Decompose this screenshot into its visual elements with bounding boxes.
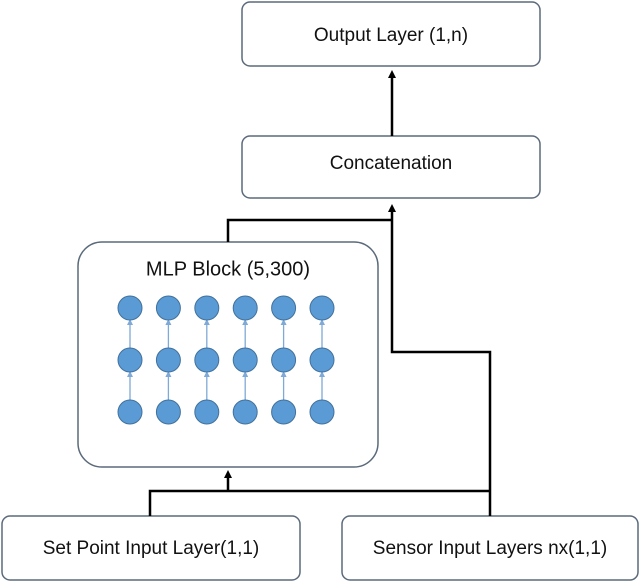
mlp-node bbox=[309, 347, 335, 373]
mlp-block: MLP Block (5,300) bbox=[77, 241, 379, 468]
concatenation-label: Concatenation bbox=[330, 153, 453, 174]
mlp-node bbox=[232, 347, 258, 373]
mlp-node bbox=[232, 399, 258, 425]
connector-lines bbox=[148, 70, 492, 516]
mlp-node bbox=[271, 399, 297, 425]
mlp-block-label: MLP Block (5,300) bbox=[146, 258, 310, 280]
concatenation-box: Concatenation bbox=[241, 135, 541, 199]
mlp-node bbox=[309, 399, 335, 425]
mlp-node bbox=[309, 295, 335, 321]
output-layer-label: Output Layer (1,n) bbox=[314, 25, 468, 46]
mlp-node bbox=[117, 295, 143, 321]
mlp-node bbox=[117, 347, 143, 373]
mlp-node bbox=[194, 347, 220, 373]
sensor-bypass-connector bbox=[388, 204, 492, 516]
mlp-node bbox=[117, 399, 143, 425]
mlp-node bbox=[232, 295, 258, 321]
mlp-node bbox=[194, 399, 220, 425]
mlp-node bbox=[194, 295, 220, 321]
set-point-input-label: Set Point Input Layer(1,1) bbox=[43, 538, 260, 559]
set-point-to-mlp-connector bbox=[148, 489, 490, 516]
sensor-input-box: Sensor Input Layers nx(1,1) bbox=[341, 515, 639, 581]
mlp-node bbox=[155, 399, 181, 425]
mlp-node bbox=[155, 347, 181, 373]
mlp-to-concatenation-connector bbox=[226, 218, 392, 242]
set-point-input-box: Set Point Input Layer(1,1) bbox=[1, 515, 301, 581]
mlp-node-grid bbox=[117, 295, 335, 425]
mlp-node bbox=[155, 295, 181, 321]
mlp-node bbox=[271, 295, 297, 321]
sensor-input-label: Sensor Input Layers nx(1,1) bbox=[373, 538, 607, 559]
output-layer-box: Output Layer (1,n) bbox=[241, 1, 541, 67]
mlp-node bbox=[271, 347, 297, 373]
